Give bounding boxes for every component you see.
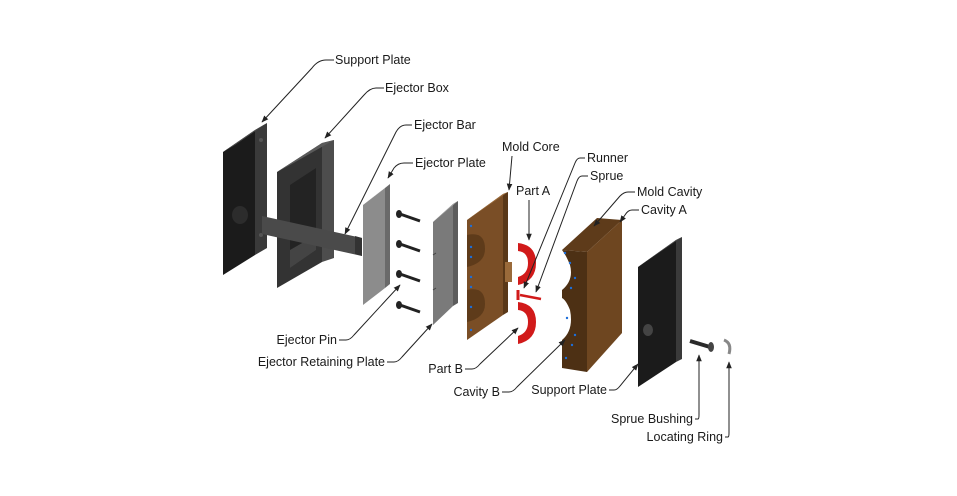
runner-sprue <box>516 290 542 301</box>
sprue-bushing <box>689 339 714 352</box>
support-plate-right <box>638 237 682 387</box>
label-support-plate-bottom: Support Plate <box>531 383 607 397</box>
label-ejector-box: Ejector Box <box>385 81 450 95</box>
label-cavity-a: Cavity A <box>641 203 688 217</box>
ejector-box <box>277 140 334 288</box>
ejector-pin <box>396 301 421 314</box>
label-ejector-pin: Ejector Pin <box>277 333 337 347</box>
label-cavity-b: Cavity B <box>453 385 500 399</box>
mold-core <box>467 192 512 340</box>
ejector-retaining-plate <box>432 201 458 325</box>
label-support-plate-top: Support Plate <box>335 53 411 67</box>
label-mold-core: Mold Core <box>502 140 560 154</box>
label-part-b: Part B <box>428 362 463 376</box>
label-sprue: Sprue <box>590 169 623 183</box>
ejector-pin <box>396 270 421 283</box>
part-a <box>518 243 536 285</box>
label-runner: Runner <box>587 151 628 165</box>
cooling-holes <box>563 251 577 360</box>
label-sprue-bushing: Sprue Bushing <box>611 412 693 426</box>
ejector-pin <box>396 240 421 253</box>
locating-ring <box>723 338 732 355</box>
mold-cavity <box>562 218 622 372</box>
cooling-holes <box>469 224 473 332</box>
ejector-pins <box>396 210 421 314</box>
label-ejector-bar: Ejector Bar <box>414 118 476 132</box>
label-locating-ring: Locating Ring <box>647 430 723 444</box>
label-ejector-plate: Ejector Plate <box>415 156 486 170</box>
leader-lines <box>261 59 732 438</box>
ejector-pin <box>396 210 421 223</box>
ejector-bar <box>262 216 362 256</box>
ejector-plate <box>363 184 390 305</box>
support-plate-left <box>223 123 267 275</box>
label-ejector-retaining-plate: Ejector Retaining Plate <box>258 355 385 369</box>
label-mold-cavity: Mold Cavity <box>637 185 703 199</box>
part-b <box>518 302 536 344</box>
label-part-a: Part A <box>516 184 551 198</box>
